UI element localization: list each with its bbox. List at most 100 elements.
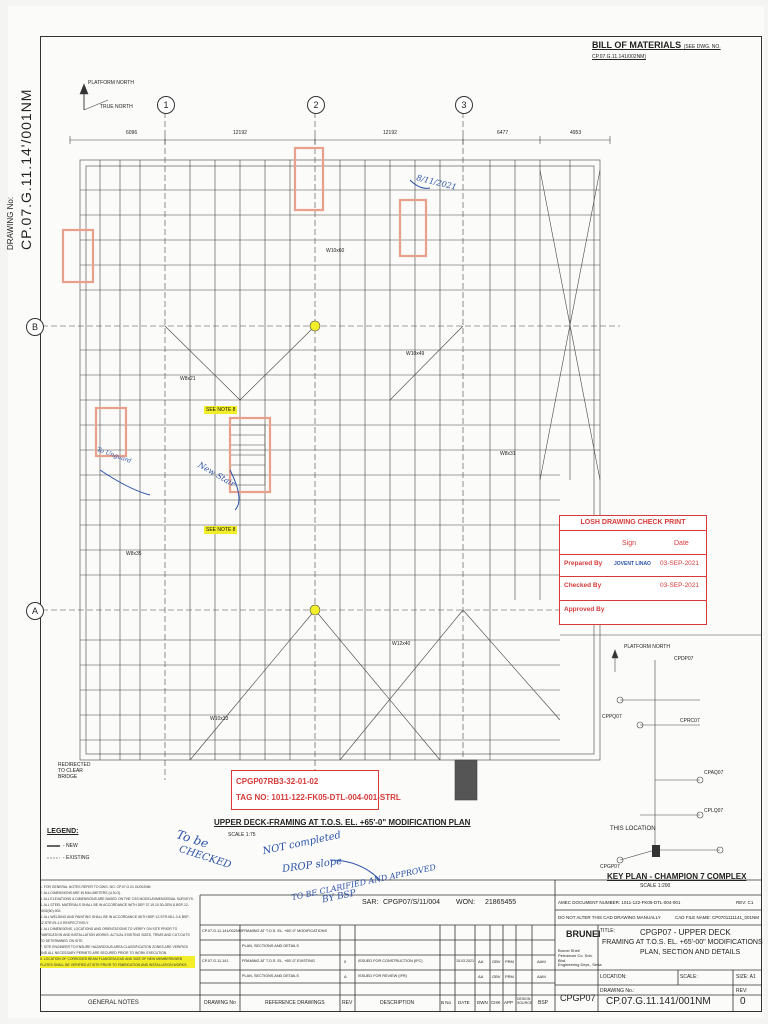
bill-of-materials-title: BILL OF MATERIALS (SEE DWG. NO. CP.07.G.…: [592, 40, 768, 60]
legend-new: - NEW: [63, 843, 78, 849]
note-1: 1. FOR GENERAL NOTES REFER TO DWG. NO. C…: [40, 885, 151, 889]
sar-label: SAR:: [362, 899, 379, 906]
losh-checked-label: Checked By: [564, 582, 602, 589]
keyplan-title: KEY PLAN - CHAMPION 7 COMPLEX: [607, 872, 747, 881]
ref-desc-2: PLAN, SECTIONS AND DETAILS: [242, 944, 299, 948]
beam-label-2: W8x21: [180, 376, 196, 382]
beam-label-7: W10x33: [210, 716, 229, 722]
rev-c1: REV: C1: [736, 900, 754, 905]
title-line-3: PLAN, SECTION AND DETAILS: [640, 949, 741, 956]
location-value: CPGP07: [560, 993, 596, 1003]
footer-rev: REV: [342, 1000, 353, 1006]
losh-checked-row: Checked By 03-SEP-2021: [560, 576, 706, 597]
drawing-no-label: DRAWING No.:: [600, 988, 635, 994]
beam-label-5: W8x35: [126, 551, 142, 557]
true-north-label: TRUE NORTH: [100, 104, 133, 110]
ref-desc-4: PLAN, SECTIONS AND DETAILS: [242, 974, 299, 978]
rev-row-2-rev: A: [344, 974, 347, 979]
rev-row-1-desc: ISSUED FOR CONSTRUCTION (IFC): [358, 959, 423, 963]
losh-prepared-date: 03-SEP-2021: [660, 560, 700, 567]
ref-dwg-1: CP.07.G.11.141/002NM: [202, 929, 242, 933]
platform-north-label: PLATFORM NORTH: [88, 80, 134, 86]
grid-bubble-3: 3: [455, 96, 473, 114]
scale-label: SCALE:: [680, 974, 698, 980]
company-name: Brunei Shell Petroleum Co. Sdn. Bhd.: [558, 948, 593, 963]
redirected-note: REDIRECTED TO CLEAR BRIDGE: [58, 762, 91, 780]
tag-line-1: CPGP07RB3-32-01-02: [236, 777, 319, 786]
legend-title: LEGEND:: [47, 828, 79, 835]
footer-bno: B No: [441, 1000, 452, 1005]
rev-row-2-bsp: AAM: [537, 974, 546, 979]
grid-bubble-1: 1: [157, 96, 175, 114]
footer-description: DESCRIPTION: [380, 1000, 415, 1006]
title-label: TITLE:: [600, 928, 616, 934]
location-label: LOCATION:: [600, 974, 627, 980]
drawing-no-value: CP.07.G.11.141/001NM: [606, 996, 711, 1007]
keyplan-label-4: CPAQ07: [704, 770, 724, 776]
losh-sign-header: Sign: [622, 540, 637, 547]
losh-check-print: LOSH DRAWING CHECK PRINT Sign Date Prepa…: [559, 515, 707, 625]
see-note-highlight-2: SEE NOTE 8: [204, 526, 238, 534]
grid-bubble-a: A: [26, 602, 44, 620]
note-6: 6. ALL DIMENSIONS, LOCATIONS AND ORIENTA…: [40, 927, 190, 943]
bom-subtitle: (SEE DWG. NO. CP.07.G.11.141/002NM): [592, 44, 721, 60]
losh-checked-date: 03-SEP-2021: [660, 582, 700, 589]
plan-scale: SCALE 1:75: [228, 832, 256, 838]
losh-signature: JOVENT LINAO: [614, 561, 651, 567]
ref-dwg-3: CP.07.G.11.141: [202, 959, 229, 963]
losh-prepared-row: Prepared By JOVENT LINAO 03-SEP-2021: [560, 554, 706, 575]
won-value: 21865455: [485, 899, 517, 906]
rev-row-1-app: PRM: [505, 959, 514, 964]
losh-approved-row: Approved By: [560, 600, 706, 621]
keyplan-label-6: CPGP07: [600, 864, 620, 870]
note-3: 3. ALL ELEVATIONS & DIMENSIONS ARE BASED…: [40, 897, 194, 901]
rev-row-1-date: 15.03.2021: [456, 959, 474, 963]
beam-label-3: W10x49: [406, 351, 425, 357]
footer-drawing-no: DRAWING No: [204, 1000, 236, 1006]
dim-1: 6096: [126, 130, 138, 136]
note-4: 4. ALL STEEL MATERIALS SHALL BE IN ACCOR…: [40, 903, 189, 913]
note-7: 7. SITE ENGINEER TO ENSURE HAZARDOUS ARE…: [40, 945, 189, 955]
size-label: SIZE: A1: [736, 974, 756, 980]
bom-title-text: BILL OF MATERIALS: [592, 40, 682, 50]
note-8: 8. LOCATION OF CORRODED BEAM FLANGES/LEA…: [40, 956, 195, 968]
general-notes-list: 1. FOR GENERAL NOTES REFER TO DWG. NO. C…: [40, 884, 195, 968]
note-5: 5. ALL WELDING AND PAINTING SHALL BE IN …: [40, 915, 190, 925]
note-2: 2. ALL DIMENSIONS ARE IN MILLIMETERS (U.…: [40, 891, 122, 895]
rev-row-1-chk: GBV: [492, 959, 501, 964]
footer-design-source: DESIGN SOURCE: [517, 997, 532, 1005]
beam-label-4: W8x31: [500, 451, 516, 457]
keyplan-label-3: CPRC07: [680, 718, 700, 724]
rev-row-2-dwn: AA: [478, 974, 484, 979]
rev-no-label: REV:: [736, 988, 748, 994]
drawing-sheet: [8, 6, 764, 1018]
title-line-1: CPGP07 - UPPER DECK: [640, 928, 731, 937]
won-label: WON:: [456, 899, 476, 906]
footer-date: DATE: [458, 1000, 470, 1005]
keyplan-label-1: CPDP07: [674, 656, 694, 662]
dim-3: 12192: [383, 130, 397, 136]
keyplan-label-2: CPPQ07: [602, 714, 622, 720]
rev-row-1-rev: 0: [344, 959, 347, 964]
cad-file-name: CAD FILE NAME: CP0701111141_001NM: [675, 915, 759, 920]
ref-desc-3: FRAMING AT T.O.S. EL. +65'-0" EXISTING: [242, 959, 315, 963]
dim-4: 6477: [497, 130, 509, 136]
legend-existing: - EXISTING: [63, 855, 90, 861]
footer-reference-drawings: REFERENCE DRAWINGS: [265, 1000, 325, 1006]
rev-row-2-desc: ISSUED FOR REVIEW (IFR): [358, 974, 407, 978]
keyplan-scale: SCALE 1:200: [640, 883, 671, 889]
grid-bubble-b: B: [26, 318, 44, 336]
ref-desc-1: FRAMING AT T.O.S. EL. +65'-0" MODIFICATI…: [242, 929, 328, 933]
grid-bubble-2: 2: [307, 96, 325, 114]
engineering-dept: Engineering Dept., Seria: [558, 962, 602, 967]
brand-logo: BRUNEI: [566, 929, 601, 939]
do-not-alter: DO NOT ALTER THIS CAD DRAWING MANUALLY: [558, 915, 661, 920]
amec-doc-number: AMEC DOCUMENT NUMBER: 1011-122-FK05-DTL-…: [558, 900, 681, 905]
keyplan-platform-north: PLATFORM NORTH: [624, 644, 670, 650]
footer-app: APP: [504, 1000, 514, 1005]
keyplan-label-5: CPLQ07: [704, 808, 724, 814]
rev-row-1-bsp: AAM: [537, 959, 546, 964]
rev-row-2-app: PRM: [505, 974, 514, 979]
footer-dwn: DWN: [477, 1000, 488, 1005]
plan-title: UPPER DECK-FRAMING AT T.O.S. EL. +65'-0"…: [214, 818, 471, 827]
